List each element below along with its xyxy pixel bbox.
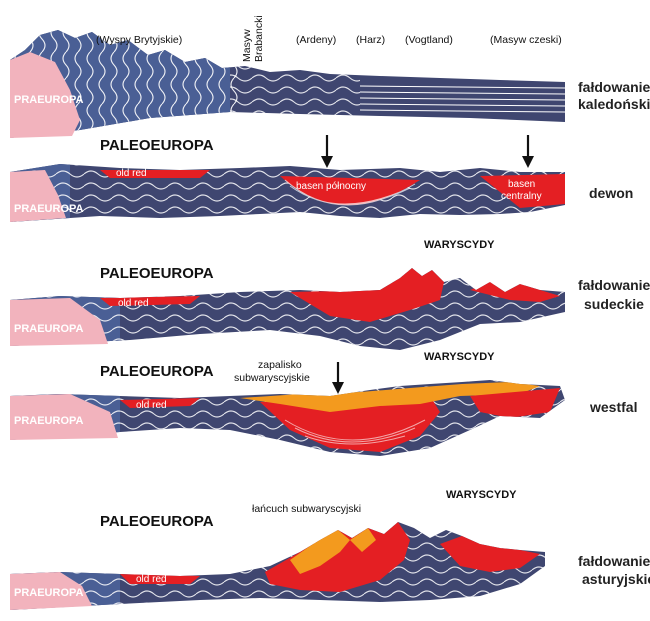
stage-label: dewon	[589, 185, 633, 201]
region-label: Brabancki	[253, 15, 265, 62]
stage-label: kaledońskie	[578, 96, 650, 112]
stage-label: fałdowanie	[578, 553, 650, 569]
arrow-down-icon	[332, 362, 344, 394]
waryscydy-label: WARYSCYDY	[424, 351, 495, 363]
arrow-down-icon	[321, 135, 333, 168]
region-label: (Masyw czeski)	[490, 34, 562, 46]
arrow-down-icon	[522, 135, 534, 168]
old-red-label: old red	[118, 298, 149, 309]
basen-polnocny-label: basen północny	[296, 181, 366, 192]
stage-label: fałdowanie	[578, 277, 650, 293]
paleoeuropa-label: PALEOEUROPA	[100, 265, 214, 282]
zapadlisko-label: zapalisko	[258, 359, 302, 371]
panel-sudetic: PRAEUROPA PALEOEUROPA old red WARYSCYDY …	[10, 239, 650, 355]
stage-label: westfal	[589, 399, 637, 415]
panel-westphalian: PRAEUROPA PALEOEUROPA old red zapalisko …	[10, 351, 637, 465]
praeuropa-label: PRAEUROPA	[14, 94, 84, 106]
old-red-label: old red	[116, 168, 147, 179]
praeuropa-label: PRAEUROPA	[14, 323, 84, 335]
stage-label: sudeckie	[584, 296, 644, 312]
stage-label: asturyjskie	[582, 571, 650, 587]
waryscydy-label: WARYSCYDY	[424, 239, 495, 251]
paleoeuropa-label: PALEOEUROPA	[100, 513, 214, 530]
old-red-label: old red	[136, 400, 167, 411]
waryscydy-label: WARYSCYDY	[446, 489, 517, 501]
praeuropa-label: PRAEUROPA	[14, 587, 84, 599]
praeuropa-label: PRAEUROPA	[14, 203, 84, 215]
region-label: Masyw	[241, 29, 253, 62]
basen-centralny-label: centralny	[501, 191, 542, 202]
region-label: (Wyspy Brytyjskie)	[96, 34, 182, 46]
stage-label: fałdowanie	[578, 79, 650, 95]
region-label: (Ardeny)	[296, 34, 336, 46]
panel-asturian: PRAEUROPA PALEOEUROPA old red łańcuch su…	[10, 489, 650, 615]
lancuch-label: łańcuch subwaryscyjski	[252, 503, 361, 515]
zapadlisko-label: subwaryscyjskie	[234, 372, 310, 384]
basen-centralny-label: basen	[508, 179, 535, 190]
region-label: (Harz)	[356, 34, 385, 46]
panel-caledonian: PRAEUROPA (Wyspy Brytyjskie) Masyw Braba…	[10, 15, 650, 140]
paleoeuropa-label: PALEOEUROPA	[100, 363, 214, 380]
paleoeuropa-label: PALEOEUROPA	[100, 137, 214, 154]
praeuropa-label: PRAEUROPA	[14, 415, 84, 427]
panel-devonian: PRAEUROPA PALEOEUROPA old red basen półn…	[10, 135, 633, 230]
old-red-label: old red	[136, 574, 167, 585]
region-label: (Vogtland)	[405, 34, 453, 46]
